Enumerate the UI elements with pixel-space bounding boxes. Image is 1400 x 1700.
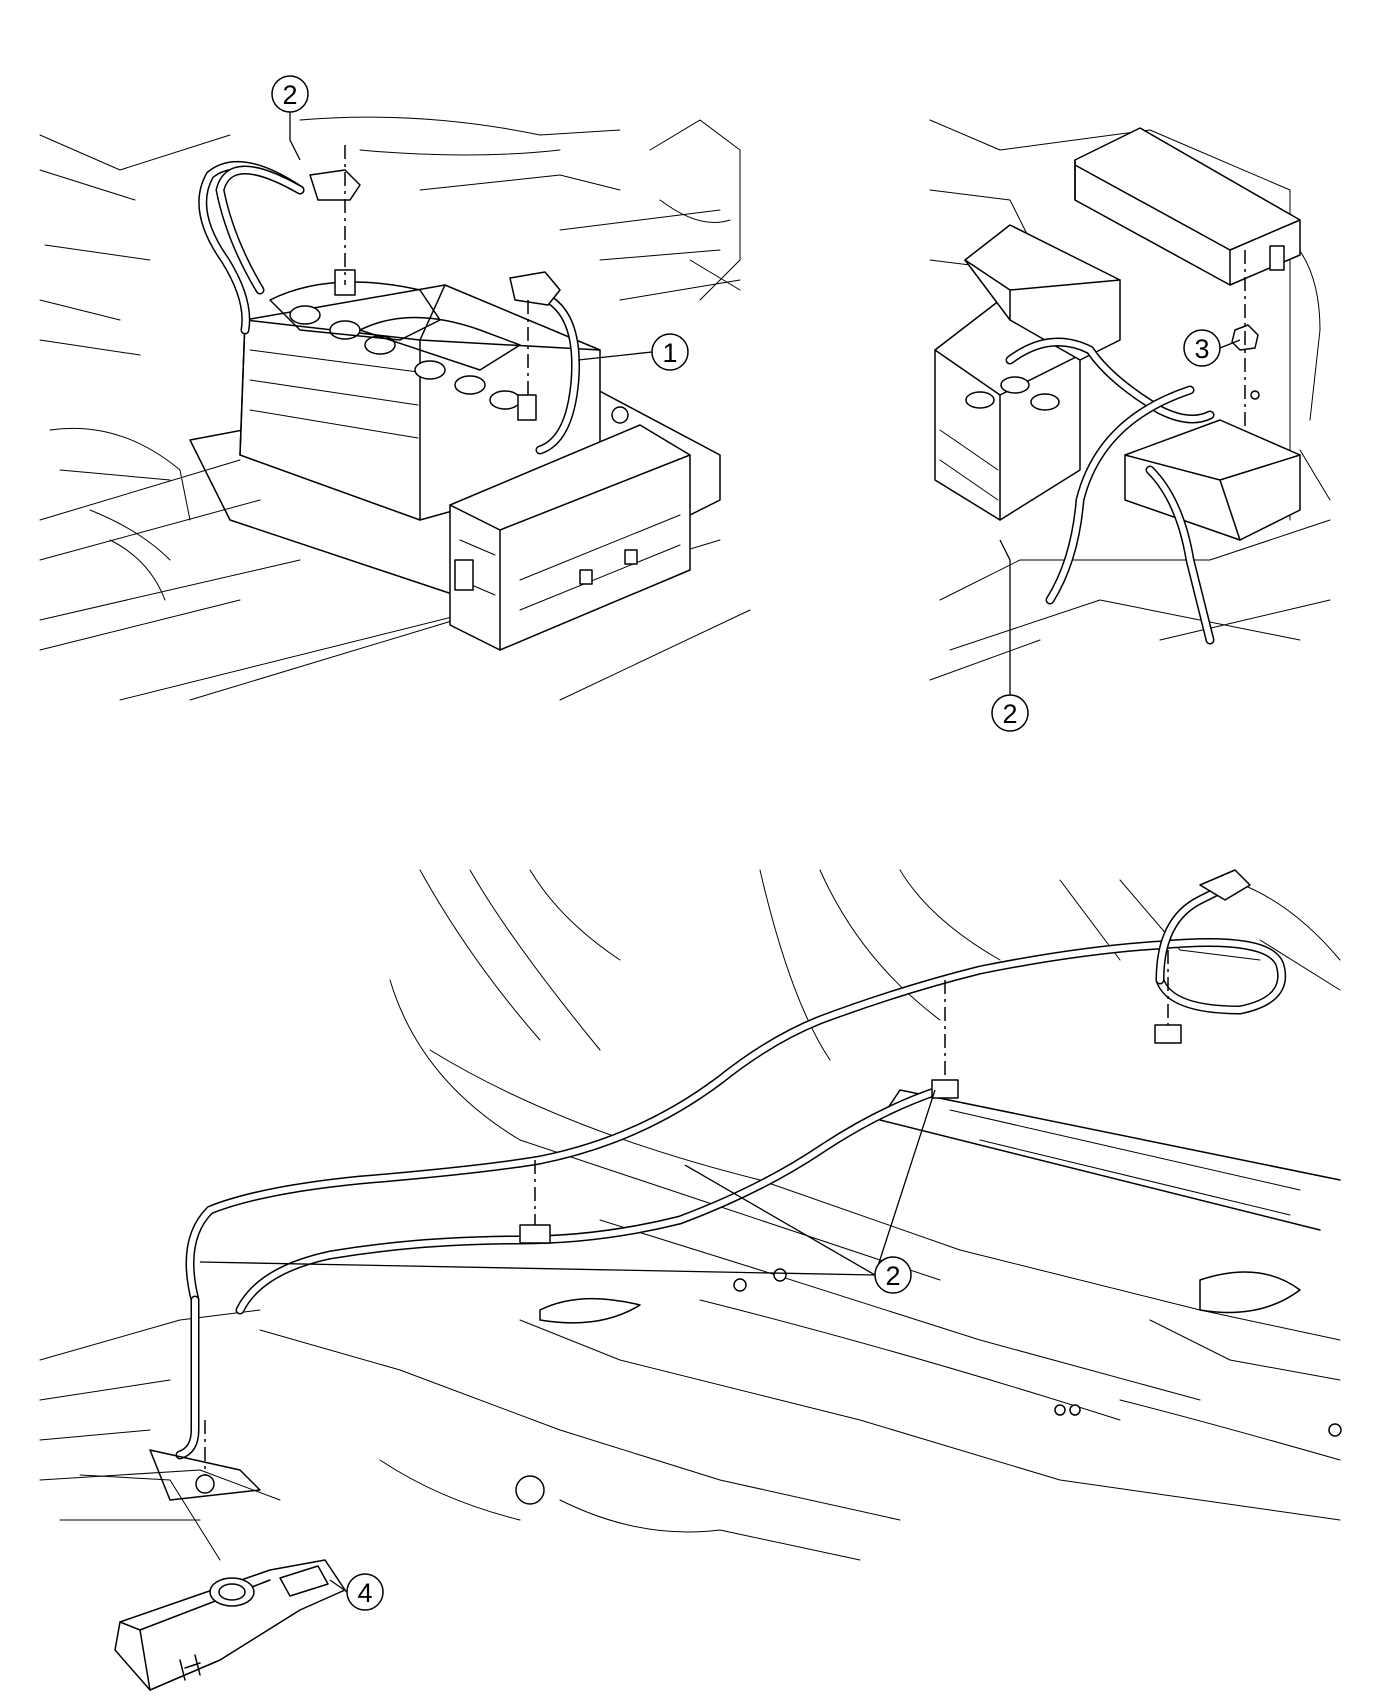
callout-2-bottom: 2 [199,1089,936,1294]
callout-4: 4 [329,1573,384,1611]
svg-text:3: 3 [1194,334,1209,364]
svg-text:1: 1 [662,338,677,368]
callout-2-top-right: 2 [991,539,1029,732]
ground-bracket-part [114,1559,346,1691]
svg-text:2: 2 [885,1261,900,1291]
callout-3: 3 [1183,329,1241,367]
view-underbody-routing [39,869,1342,1561]
svg-text:2: 2 [282,80,297,110]
callout-1: 1 [577,333,689,371]
svg-text:2: 2 [1002,699,1017,729]
view-ground-connection [929,119,1331,681]
svg-text:4: 4 [357,1578,372,1608]
callout-2-top-left: 2 [271,75,309,161]
view-battery-compartment [39,116,751,701]
